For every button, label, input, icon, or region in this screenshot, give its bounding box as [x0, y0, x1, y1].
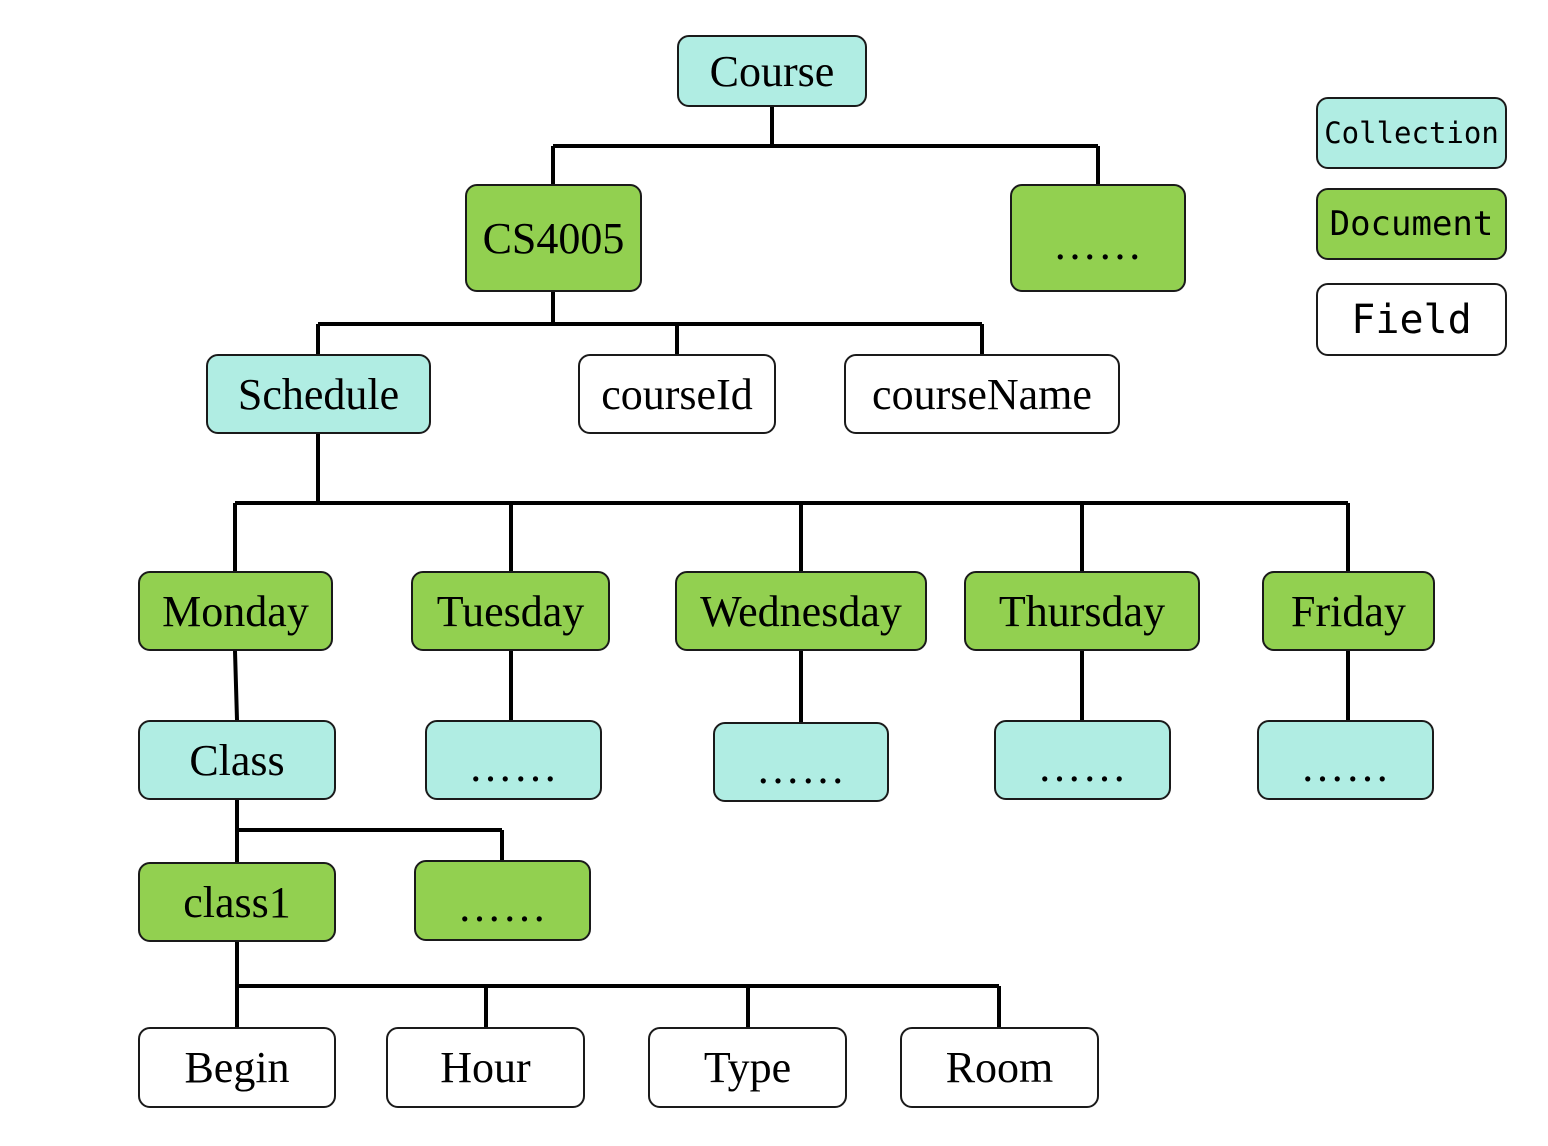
node-hour: Hour — [386, 1027, 585, 1108]
node-type-label: Type — [703, 1043, 792, 1092]
node-more-classes: …… — [414, 860, 591, 941]
node-hour-label: Hour — [440, 1043, 531, 1092]
legend-collection-label: Collection — [1324, 116, 1499, 150]
node-monday-label: Monday — [162, 586, 309, 636]
node-friday: Friday — [1262, 571, 1435, 651]
node-wednesday: Wednesday — [675, 571, 927, 651]
node-wednesday-more: …… — [713, 722, 889, 802]
node-course-id: courseId — [578, 354, 776, 434]
node-schedule: Schedule — [206, 354, 431, 434]
node-thursday-more: …… — [994, 720, 1171, 800]
connector-class — [235, 800, 504, 862]
connector-cs4005 — [316, 292, 984, 355]
node-course-name: courseName — [844, 354, 1120, 434]
node-cs4005-label: CS4005 — [482, 213, 625, 263]
node-wednesday-more-label: …… — [756, 743, 846, 793]
node-friday-label: Friday — [1291, 586, 1406, 636]
node-more-courses: …… — [1010, 184, 1186, 292]
node-more-classes-label: …… — [457, 882, 548, 931]
connector-course — [551, 106, 1100, 185]
node-cs4005: CS4005 — [465, 184, 642, 292]
legend-document-label: Document — [1329, 204, 1494, 244]
node-class: Class — [138, 720, 336, 800]
node-course: Course — [677, 35, 867, 107]
node-tuesday-more: …… — [425, 720, 602, 800]
node-room-label: Room — [945, 1043, 1054, 1092]
node-class-label: Class — [189, 735, 285, 785]
connector-weekdays — [233, 650, 1350, 722]
node-room: Room — [900, 1027, 1099, 1108]
node-thursday-more-label: …… — [1037, 741, 1128, 791]
node-course-label: Course — [709, 46, 835, 96]
node-tuesday: Tuesday — [411, 571, 610, 651]
connector-schedule — [233, 434, 1350, 572]
node-course-name-label: courseName — [872, 369, 1092, 419]
node-type: Type — [648, 1027, 847, 1108]
node-wednesday-label: Wednesday — [700, 586, 902, 636]
legend-collection: Collection — [1316, 97, 1507, 169]
node-begin-label: Begin — [184, 1043, 290, 1092]
node-tuesday-label: Tuesday — [436, 586, 585, 636]
node-monday: Monday — [138, 571, 333, 651]
node-class1-label: class1 — [183, 877, 291, 927]
node-tuesday-more-label: …… — [468, 741, 559, 791]
node-class1: class1 — [138, 862, 336, 942]
node-schedule-label: Schedule — [237, 369, 400, 419]
connector-class1 — [235, 942, 1001, 1028]
legend-field: Field — [1316, 283, 1507, 356]
node-thursday-label: Thursday — [998, 586, 1166, 636]
legend-document: Document — [1316, 188, 1507, 260]
node-course-id-label: courseId — [601, 369, 753, 419]
node-friday-more-label: …… — [1300, 741, 1391, 791]
legend-field-label: Field — [1351, 296, 1472, 343]
node-begin: Begin — [138, 1027, 336, 1108]
node-more-courses-label: …… — [1053, 219, 1143, 269]
node-thursday: Thursday — [964, 571, 1200, 651]
node-friday-more: …… — [1257, 720, 1434, 800]
